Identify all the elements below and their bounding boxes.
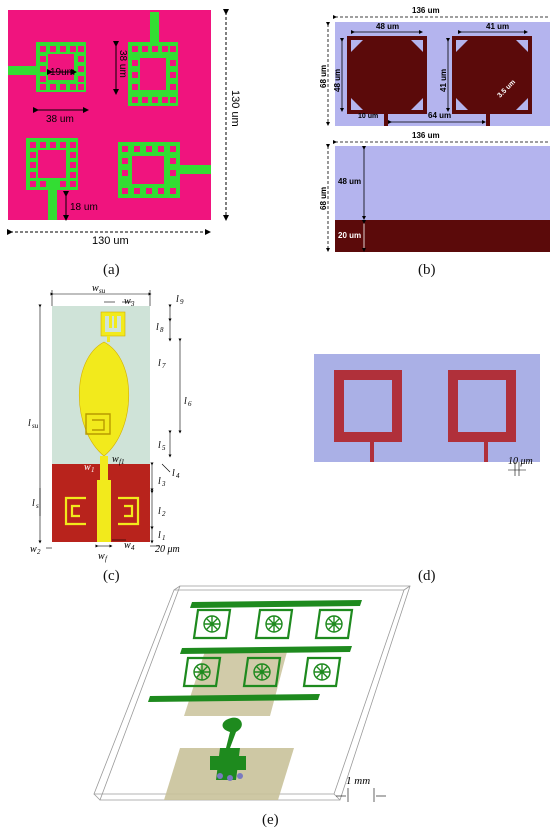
d-ring-left	[334, 370, 402, 462]
panel-b-figure: 136 um 48 um 41 um 48 um 68 um 41 um 3.5…	[319, 6, 550, 252]
c-wsu-sub: su	[99, 287, 106, 295]
b-top-width: 136 um	[412, 6, 440, 15]
c-w4-sub: 4	[131, 544, 135, 552]
dim-feed: 18 um	[70, 202, 98, 213]
c-l4: l	[172, 468, 175, 479]
panel-e-figure: 1 mm	[93, 585, 411, 802]
c-wsu: w	[92, 283, 99, 294]
b-lower: 20 um	[338, 231, 361, 240]
caption-a: (a)	[103, 262, 120, 278]
c-w3: w	[124, 296, 131, 307]
c-w2-sub: 2	[37, 548, 41, 556]
c-l9: l	[176, 294, 179, 305]
dim-total-width: 130 um	[92, 235, 129, 247]
panel-c: w su w 3 l 9 l 8 l 7 l 6 l 5 l 4 l 3 l 2…	[0, 280, 260, 570]
c-l7-sub: 7	[162, 362, 166, 370]
c-l2: l	[158, 506, 161, 517]
c-w1: w	[84, 462, 91, 473]
b-bottom-substrate	[335, 146, 550, 220]
b-bottom-height: 68 um	[319, 187, 328, 210]
panel-a-figure: 19um 38 um 38 um 18 um 130 um 130 um	[7, 9, 241, 247]
resonator-4	[118, 142, 180, 198]
c-l3: l	[158, 476, 161, 487]
panel-d: 10 μm	[300, 340, 550, 480]
panel-a: 19um 38 um 38 um 18 um 130 um 130 um	[0, 0, 250, 260]
d-scale: 10 μm	[508, 456, 533, 467]
dim-vertical: 38 um	[117, 50, 128, 78]
caption-b: (b)	[418, 262, 436, 278]
c-wf1-sub: f1	[119, 458, 124, 466]
c-l9-sub: 9	[180, 298, 184, 306]
resonator-1	[36, 42, 86, 92]
e-scale: 1 mm	[346, 775, 370, 787]
c-w2: w	[30, 544, 37, 555]
b-top-height: 68 um	[319, 65, 328, 88]
b-bottom-width: 136 um	[412, 131, 440, 140]
panel-e: 1 mm	[80, 580, 460, 810]
c-l3-sub: 3	[161, 480, 166, 488]
c-l5: l	[158, 440, 161, 451]
b-stub: 10 um	[358, 113, 378, 120]
resonator-2	[128, 42, 178, 106]
caption-d: (d)	[418, 568, 436, 584]
c-l5-sub: 5	[162, 444, 166, 452]
c-ls-sub: s	[36, 502, 39, 510]
panel-d-figure: 10 μm	[314, 354, 540, 476]
c-l8-sub: 8	[160, 326, 164, 334]
caption-c: (c)	[103, 568, 120, 584]
c-w3-sub: 3	[130, 300, 135, 308]
b-left-sq: 48 um	[376, 22, 399, 31]
b-pitch: 64 um	[428, 111, 451, 120]
dim-inner: 19um	[50, 67, 75, 78]
c-lsu: l	[28, 418, 31, 429]
d-ring-right	[448, 370, 516, 462]
c-w4: w	[124, 540, 131, 551]
c-l6-sub: 6	[188, 400, 192, 408]
b-left-h: 48 um	[333, 69, 342, 92]
b-bottom-metal	[335, 220, 550, 252]
c-scale: 20 μm	[155, 544, 180, 555]
caption-e: (e)	[262, 812, 279, 828]
panel-c-figure: w su w 3 l 9 l 8 l 7 l 6 l 5 l 4 l 3 l 2…	[28, 283, 192, 563]
c-l8: l	[156, 322, 159, 333]
c-l4-sub: 4	[176, 472, 180, 480]
b-right-h: 41 um	[439, 69, 448, 92]
c-w1-sub: 1	[91, 466, 95, 474]
c-l1: l	[158, 530, 161, 541]
c-lsu-sub: su	[32, 422, 39, 430]
dim-side: 38 um	[46, 114, 74, 125]
c-l6: l	[184, 396, 187, 407]
c-l1-sub: 1	[162, 534, 166, 542]
c-l2-sub: 2	[162, 510, 166, 518]
resonator-3	[26, 138, 78, 190]
b-right-sq: 41 um	[486, 22, 509, 31]
c-l7: l	[158, 358, 161, 369]
panel-b: 136 um 48 um 41 um 48 um 68 um 41 um 3.5…	[300, 0, 550, 260]
e-resonator-array	[182, 608, 354, 688]
c-wf1: w	[112, 454, 119, 465]
c-ls: l	[32, 498, 35, 509]
b-upper: 48 um	[338, 177, 361, 186]
c-wf-sub: f	[105, 555, 108, 563]
c-wf: w	[98, 551, 105, 562]
dim-total-height: 130 um	[229, 90, 241, 127]
